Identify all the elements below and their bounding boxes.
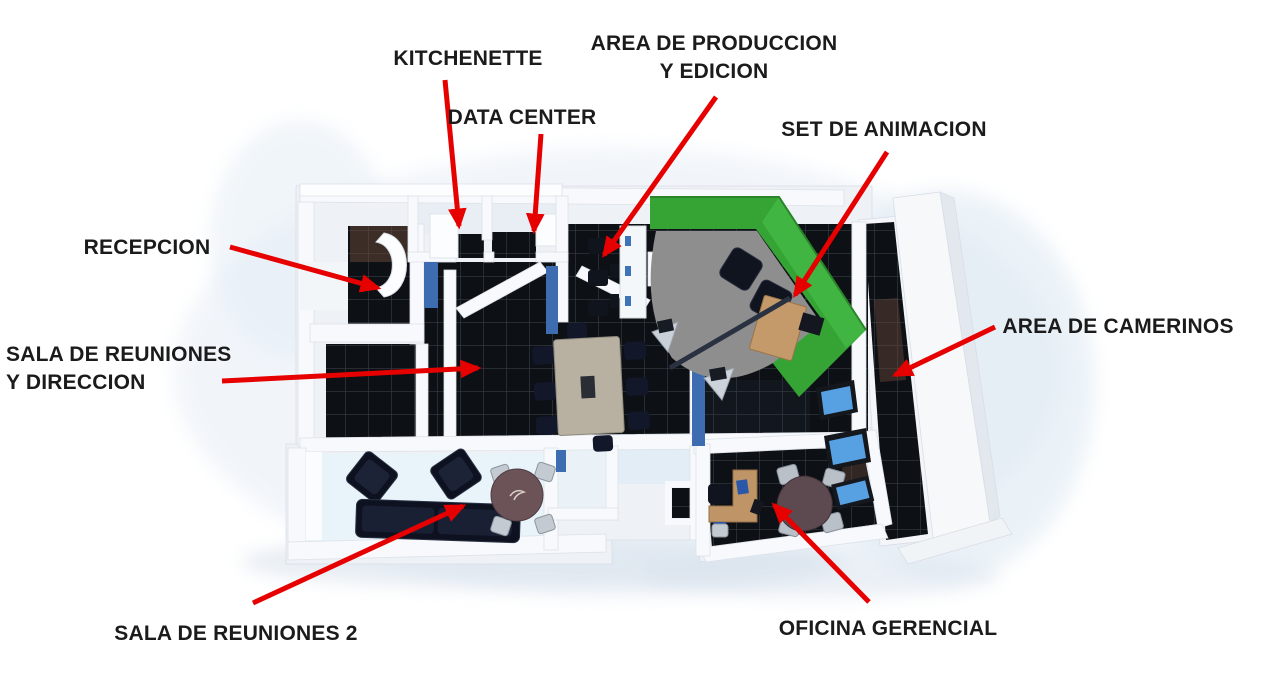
label-area-camerinos: AREA DE CAMERINOS (1002, 315, 1234, 338)
arrow-oficina-gerencial (771, 502, 871, 604)
label-reuniones-direccion-line2: Y DIRECCION (6, 371, 146, 394)
label-area-produccion-line1: AREA DE PRODUCCION (590, 32, 838, 55)
round-table-set (490, 461, 556, 537)
room-camerinos (864, 222, 928, 540)
lounge-furniture (346, 448, 556, 544)
label-oficina-gerencial: OFICINA GERENCIAL (778, 617, 998, 640)
room-lower-left (326, 344, 416, 442)
label-reuniones-direccion: SALA DE REUNIONES Y DIRECCION (6, 341, 231, 398)
workstations (588, 225, 647, 319)
arrow-reuniones-2 (251, 503, 467, 606)
arrow-data-center (525, 133, 545, 235)
tv-screen (831, 475, 875, 510)
arrow-recepcion (229, 244, 382, 293)
reception-counter (375, 232, 407, 298)
label-reuniones-direccion-line1: SALA DE REUNIONES (6, 343, 232, 366)
green-screen (650, 196, 867, 397)
label-recepcion: RECEPCION (83, 236, 211, 259)
label-reuniones-2: SALA DE REUNIONES 2 (114, 622, 358, 645)
label-kitchenette: KITCHENETTE (393, 47, 543, 70)
arrow-kitchenette (442, 79, 467, 230)
annotation-arrows (221, 79, 997, 606)
label-set-animacion: SET DE ANIMACION (781, 118, 987, 141)
label-data-center: DATA CENTER (447, 106, 597, 129)
arrow-reuniones-direccion (221, 359, 482, 384)
arrow-area-camerinos (891, 324, 997, 378)
arrow-set-animacion (792, 150, 890, 298)
wall-screens (816, 380, 871, 470)
conference-table (531, 322, 651, 452)
arrow-area-produccion (601, 95, 719, 258)
animation-set-furniture (651, 247, 825, 401)
label-area-produccion-line2: Y EDICION (659, 60, 769, 83)
camera-jib (668, 295, 792, 371)
label-area-produccion: AREA DE PRODUCCION Y EDICION (591, 30, 838, 87)
